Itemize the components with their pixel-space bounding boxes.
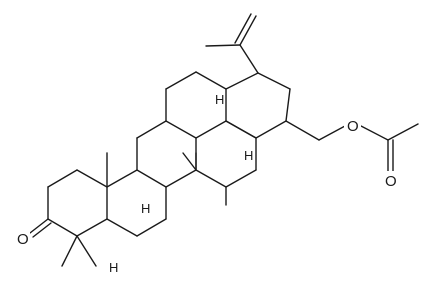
hydrogen-label: H [215, 92, 224, 107]
ketone-double-bond [29, 218, 52, 238]
hydrogen-label: H [141, 201, 150, 216]
ring-a [47, 169, 108, 237]
ring-e [165, 71, 227, 122]
isopropenyl-group [205, 13, 259, 74]
hydrogen-label: H [109, 260, 118, 275]
acetoxymethyl-group [285, 120, 419, 172]
ester-oxygen-label: O [347, 118, 359, 135]
methyl-c8 [182, 152, 197, 171]
ring-b [106, 169, 167, 237]
gem-dimethyl [61, 235, 97, 267]
ketone-oxygen-label: O [17, 231, 29, 248]
cyclopentane-ring [225, 72, 291, 139]
ring-c [136, 120, 197, 188]
ester-carbonyl-oxygen-label: O [385, 173, 397, 190]
hydrogen-label: H [244, 148, 253, 163]
